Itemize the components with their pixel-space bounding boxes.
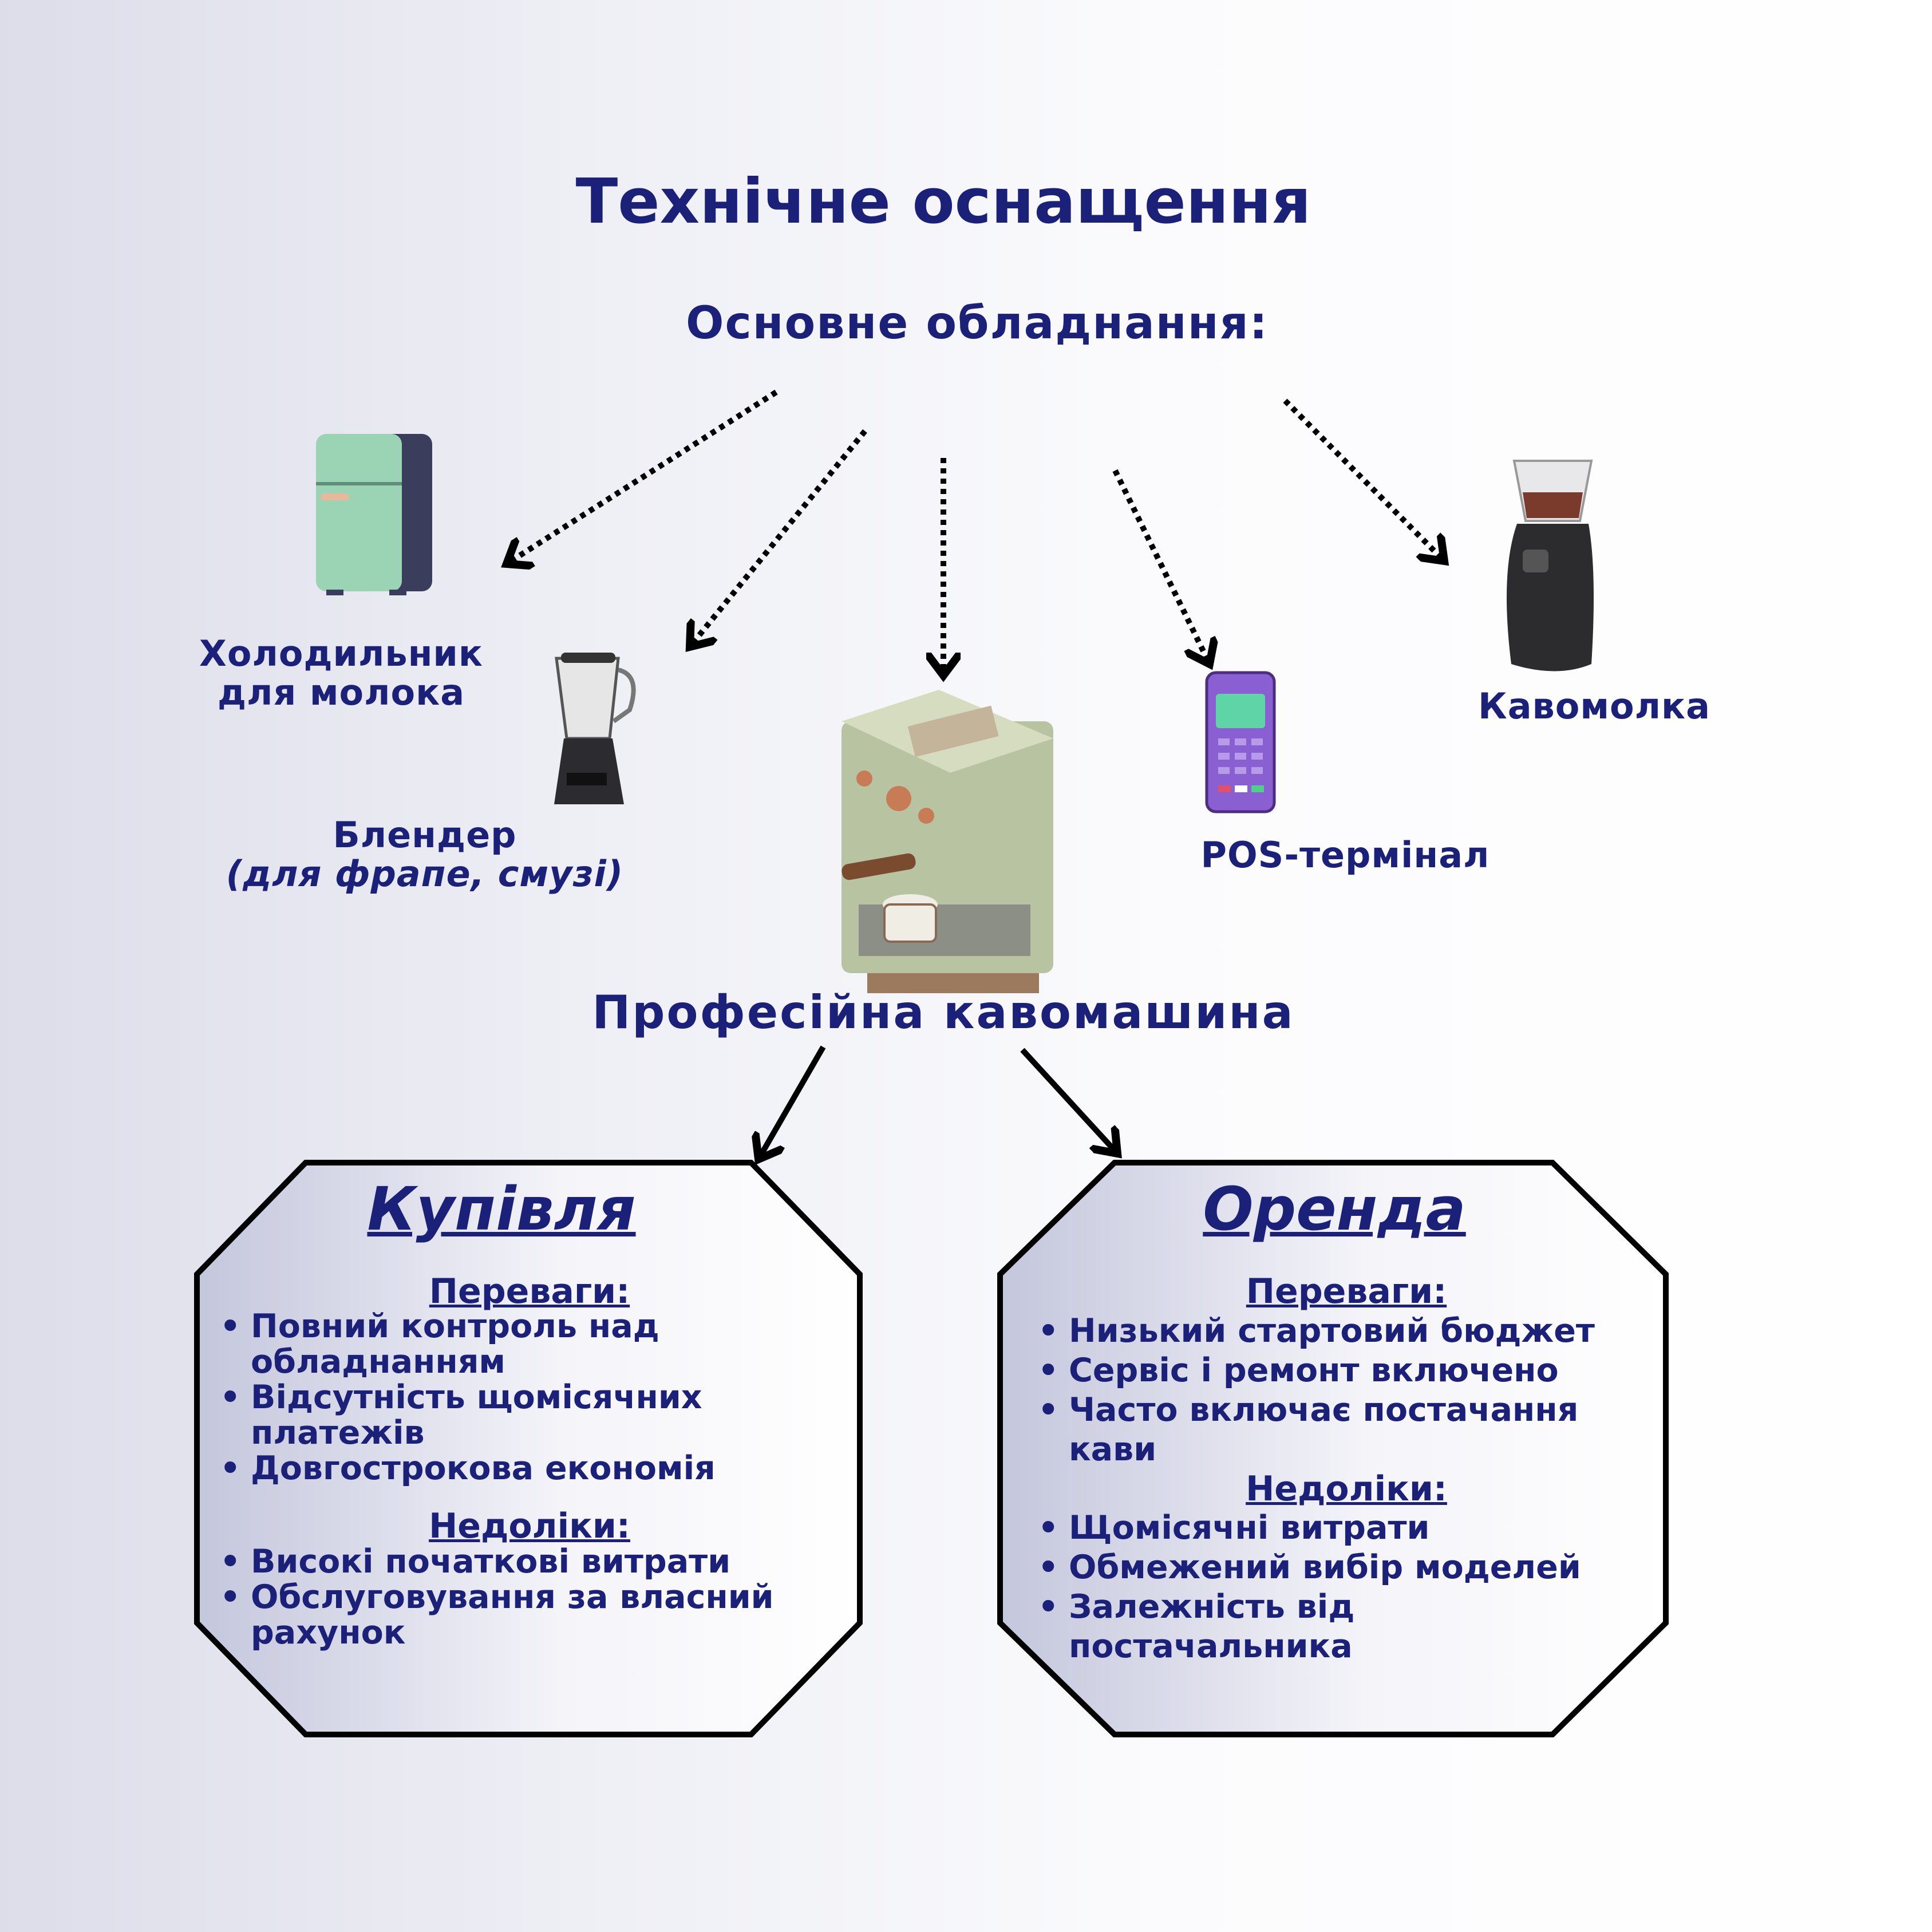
list-item: Високі початкові витрати bbox=[220, 1544, 850, 1579]
coffee-machine-label: Професійна кавомашина bbox=[592, 986, 1295, 1039]
list-item: Повний контроль над обладнанням bbox=[220, 1309, 686, 1380]
list-item: Довгострокова економія bbox=[220, 1451, 838, 1486]
rent-cons-list: Щомісячні витрати Обмежений вибір моделе… bbox=[1038, 1508, 1656, 1666]
list-item: Відсутність щомісячних платежів bbox=[220, 1380, 754, 1451]
list-item: Залежність від постачальника bbox=[1038, 1587, 1469, 1666]
fridge-label-line2: для молока bbox=[217, 671, 465, 713]
blender-icon bbox=[554, 653, 636, 804]
arrow-to-purchase bbox=[758, 1045, 826, 1159]
arrow-to-pos bbox=[1112, 469, 1210, 664]
rent-pros-heading: Переваги: bbox=[1246, 1271, 1447, 1311]
page-title: Технічне оснащення bbox=[575, 166, 1311, 238]
rent-box: Оренда Переваги: Низький стартовий бюдже… bbox=[1000, 1163, 1664, 1735]
purchase-cons-heading: Недоліки: bbox=[429, 1506, 630, 1546]
pos-label: POS-термінал bbox=[1200, 834, 1490, 876]
coffee-grinder-icon bbox=[1507, 460, 1594, 671]
arrow-to-grinder bbox=[1283, 398, 1444, 561]
list-item: Низький стартовий бюджет bbox=[1038, 1311, 1679, 1351]
coffee-machine-icon bbox=[841, 690, 1053, 993]
purchase-pros-list: Повний контроль над обладнанням Відсутні… bbox=[220, 1309, 838, 1486]
purchase-title: Купівля bbox=[367, 1174, 636, 1244]
section-subtitle: Основне обладнання: bbox=[686, 298, 1269, 349]
arrow-to-fridge bbox=[507, 389, 778, 564]
fridge-icon bbox=[316, 434, 432, 595]
arrow-to-blender bbox=[690, 429, 867, 647]
blender-label-line1: Блендер bbox=[333, 814, 517, 856]
rent-title: Оренда bbox=[1203, 1174, 1466, 1244]
purchase-box: Купівля Переваги: Повний контроль над об… bbox=[197, 1163, 861, 1735]
purchase-cons-list: Високі початкові витрати Обслуговування … bbox=[220, 1544, 850, 1650]
fridge-label: Холодильник для молока bbox=[199, 634, 483, 712]
arrow-to-rent bbox=[1020, 1048, 1117, 1153]
rent-cons-heading: Недоліки: bbox=[1246, 1469, 1447, 1509]
pos-terminal-icon bbox=[1205, 671, 1276, 813]
blender-label-line2: (для фрапе, смузі) bbox=[226, 853, 624, 895]
list-item: Обслуговування за власний рахунок bbox=[220, 1579, 835, 1650]
list-item: Сервіс і ремонт включено bbox=[1038, 1351, 1679, 1390]
list-item: Часто включає постачання кави bbox=[1038, 1390, 1658, 1469]
grinder-label: Кавомолка bbox=[1478, 685, 1710, 727]
list-item: Щомісячні витрати bbox=[1038, 1508, 1656, 1548]
blender-label: Блендер (для фрапе, смузі) bbox=[226, 816, 623, 894]
rent-pros-list: Низький стартовий бюджет Сервіс і ремонт… bbox=[1038, 1311, 1679, 1469]
purchase-pros-heading: Переваги: bbox=[429, 1271, 630, 1311]
list-item: Обмежений вибір моделей bbox=[1038, 1548, 1656, 1587]
fridge-label-line1: Холодильник bbox=[199, 633, 483, 674]
